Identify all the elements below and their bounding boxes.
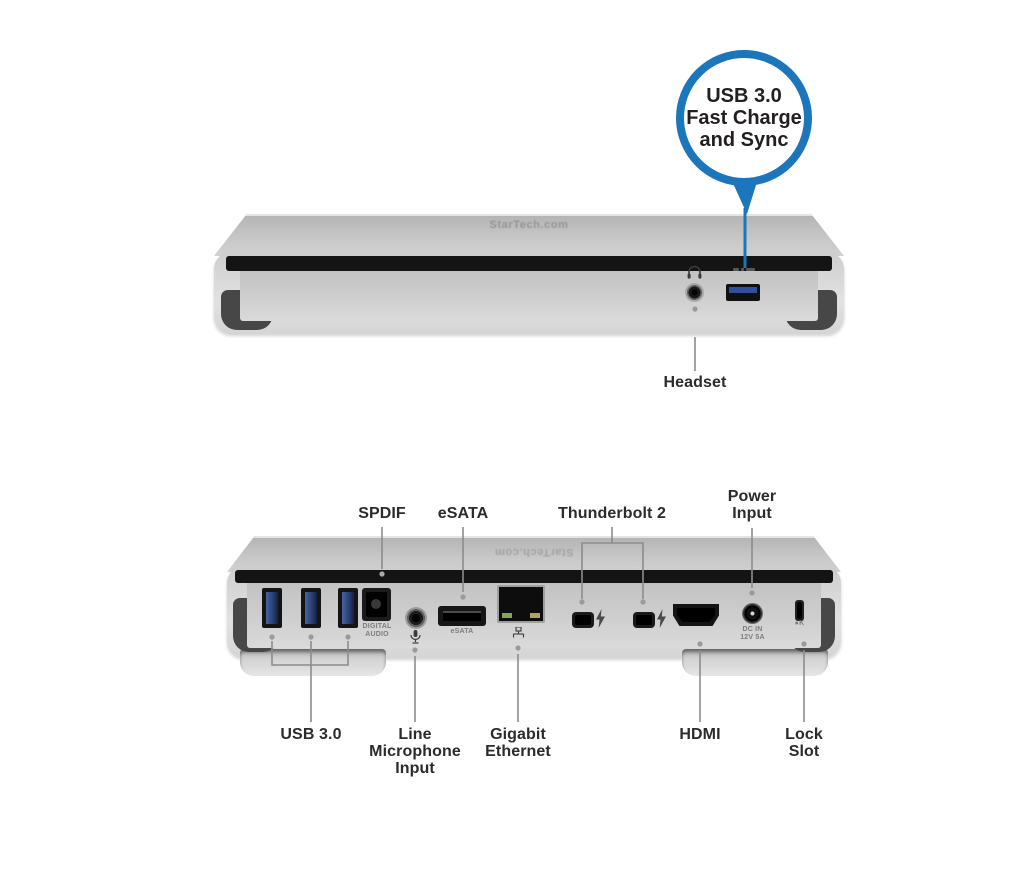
thunderbolt-port-1 bbox=[572, 612, 594, 628]
line-microphone-input-label: Line Microphone Input bbox=[369, 726, 461, 777]
ethernet-led-green bbox=[502, 613, 512, 618]
thunderbolt-port-2 bbox=[633, 612, 655, 628]
headphones-icon bbox=[687, 265, 702, 279]
esata-port-marking: eSATA bbox=[450, 628, 474, 635]
microphone-jack-port bbox=[405, 607, 427, 629]
lock-slot-marking: ●K bbox=[794, 620, 805, 627]
ethernet-led-yellow bbox=[530, 613, 540, 618]
front-dock-front-panel bbox=[240, 271, 818, 321]
gigabit-ethernet-label: Gigabit Ethernet bbox=[485, 726, 551, 760]
spdif-label: SPDIF bbox=[358, 505, 406, 522]
rear-dock-gap-stripe bbox=[235, 570, 833, 583]
network-icon bbox=[512, 627, 525, 638]
front-usb3-fast-charge-port bbox=[726, 284, 760, 301]
rear-usb3-port-1 bbox=[262, 588, 282, 628]
thunderbolt-label: Thunderbolt 2 bbox=[558, 505, 666, 522]
ethernet-port bbox=[497, 585, 545, 623]
front-dock-top-face: StarTech.com bbox=[214, 214, 844, 256]
headset-label: Headset bbox=[663, 374, 727, 391]
front-view: StarTech.com Headset bbox=[0, 0, 1024, 420]
front-dock-gap-stripe bbox=[226, 256, 832, 271]
lock-slot-port bbox=[795, 600, 804, 621]
lock-slot-label: Lock Slot bbox=[785, 726, 823, 760]
esata-label: eSATA bbox=[437, 505, 489, 522]
rear-dock-left-stand bbox=[240, 649, 386, 676]
brand-logo-front: StarTech.com bbox=[489, 219, 569, 231]
rear-view bbox=[0, 420, 1024, 896]
rear-usb3-port-3 bbox=[338, 588, 358, 628]
lightning-icon bbox=[596, 609, 605, 628]
esata-port bbox=[438, 606, 486, 626]
power-input-port bbox=[742, 603, 763, 624]
brand-logo-rear: StarTech.com bbox=[494, 546, 574, 558]
headset-jack-port bbox=[685, 283, 704, 302]
spdif-optical-port bbox=[362, 588, 391, 621]
usb-ss-icon bbox=[733, 267, 755, 272]
usb3-label: USB 3.0 bbox=[280, 726, 342, 743]
rear-dock-right-stand bbox=[682, 649, 828, 676]
hdmi-port bbox=[673, 604, 719, 626]
rear-usb3-port-2 bbox=[301, 588, 321, 628]
callout-usb-fast-charge: USB 3.0 Fast Charge and Sync bbox=[686, 85, 802, 151]
hdmi-label: HDMI bbox=[679, 726, 721, 743]
lightning-icon bbox=[657, 609, 666, 628]
microphone-icon bbox=[410, 630, 421, 644]
